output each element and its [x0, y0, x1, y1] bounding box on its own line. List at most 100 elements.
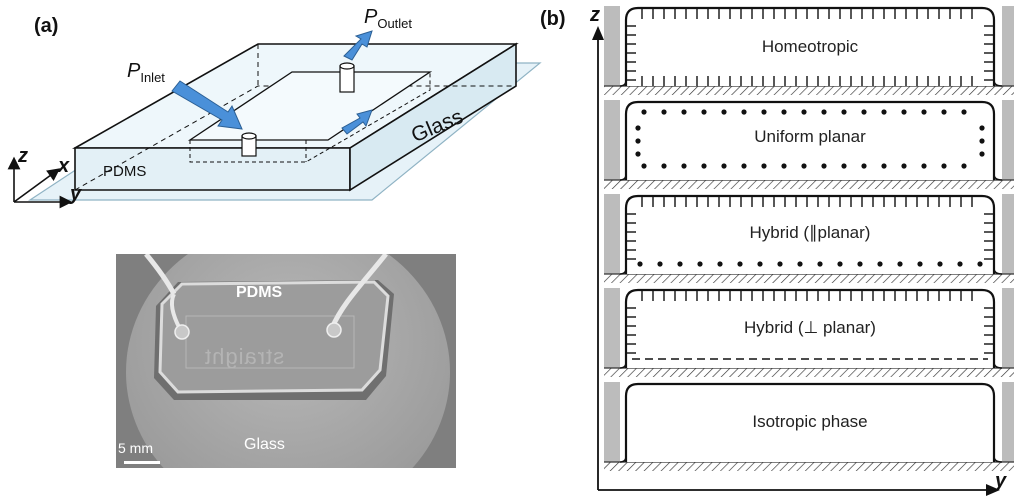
planar-dot-top [661, 109, 667, 115]
panel-a-label: (a) [34, 15, 59, 37]
outlet-subscript: Outlet [377, 16, 413, 31]
planar-dot-top [721, 109, 727, 115]
planar-dot-bottom [797, 261, 803, 267]
axis-y-label: y [70, 183, 82, 205]
planar-dot-left [635, 138, 641, 144]
planar-dot-bottom [901, 163, 907, 169]
planar-dot-top [901, 109, 907, 115]
cell-wall-right [1002, 6, 1014, 86]
planar-dot-bottom [917, 261, 923, 267]
substrate-hatch [604, 368, 1014, 377]
channel-cross-section [624, 288, 996, 368]
planar-dot-top [881, 109, 887, 115]
planar-dot-top [781, 109, 787, 115]
planar-dot-bottom [657, 261, 663, 267]
inlet-tube [144, 254, 177, 296]
planar-dot-bottom [921, 163, 927, 169]
cell-wall-left [604, 6, 620, 86]
axis-z-label: z [18, 145, 28, 167]
substrate-hatch [604, 462, 1014, 471]
axis-x-line [13, 168, 61, 203]
planar-dot-bottom [677, 261, 683, 267]
planar-dot-bottom [937, 261, 943, 267]
outlet-symbol: P [364, 6, 378, 28]
planar-dot-bottom [697, 261, 703, 267]
planar-dot-top [961, 109, 967, 115]
cell-wall-left [604, 194, 620, 274]
device-photo: PDMS straight Glass 5 mm [116, 254, 456, 468]
cell-label-homeotropic: Homeotropic [761, 37, 859, 56]
device-schematic [7, 30, 542, 209]
corner-fillet [619, 173, 627, 181]
cell-label-isotropic: Isotropic phase [752, 412, 868, 431]
planar-dot-top [761, 109, 767, 115]
outlet-pressure-label: POutlet [364, 6, 412, 31]
planar-dot-bottom [897, 261, 903, 267]
planar-dot-bottom [741, 163, 747, 169]
planar-dot-right [979, 151, 985, 157]
channel-outline [185, 315, 355, 369]
planar-dot-bottom [837, 261, 843, 267]
pdms-hidden-edge [74, 85, 516, 191]
planar-dot-top [801, 109, 807, 115]
channel-cross-section [624, 6, 996, 86]
corner-fillet [619, 361, 627, 369]
device-photo-drawing [124, 254, 450, 468]
inlet-symbol: P [127, 60, 141, 82]
corner-fillet [619, 79, 627, 87]
inlet-hole [174, 324, 190, 340]
corner-fillet [993, 79, 1003, 87]
planar-dot-top [861, 109, 867, 115]
outlet-arrow [343, 30, 373, 61]
panel-b-label: (b) [540, 8, 566, 30]
inlet-port-top [241, 132, 257, 140]
planar-dot-bottom [961, 163, 967, 169]
cell-wall-right [1002, 100, 1014, 180]
planar-dot-bottom [857, 261, 863, 267]
corner-fillet [993, 361, 1003, 369]
outlet-port [339, 65, 355, 93]
photo-glass-label: Glass [244, 436, 285, 453]
scale-bar-label: 5 mm [118, 440, 153, 456]
cell-label-hybrid-parallel: Hybrid (∥planar) [749, 223, 871, 242]
channel-cross-section [624, 100, 996, 180]
planar-dot-bottom [977, 261, 983, 267]
corner-fillet [993, 267, 1003, 275]
planar-dot-top [841, 109, 847, 115]
planar-dot-top [921, 109, 927, 115]
planar-dot-bottom [641, 163, 647, 169]
cell-wall-right [1002, 382, 1014, 462]
planar-dot-bottom [841, 163, 847, 169]
cell-label-uniform-planar: Uniform planar [754, 127, 866, 146]
planar-dot-bottom [781, 163, 787, 169]
planar-dot-bottom [757, 261, 763, 267]
scale-bar [124, 461, 160, 464]
photo-mirror-text: straight [204, 344, 285, 369]
planar-dot-bottom [681, 163, 687, 169]
planar-dot-bottom [737, 261, 743, 267]
planar-dot-bottom [957, 261, 963, 267]
cell-wall-left [604, 100, 620, 180]
planar-dot-bottom [777, 261, 783, 267]
channel-top [187, 71, 433, 141]
substrate-hatch [604, 180, 1014, 189]
panel-b-axis-y-arrowhead [986, 484, 1000, 496]
outlet-hole [326, 322, 342, 338]
planar-dot-bottom [637, 261, 643, 267]
cell-wall-left [604, 288, 620, 368]
inlet-arrow [171, 80, 243, 130]
pdms-slab-top [158, 280, 390, 394]
substrate-hatch [604, 86, 1014, 95]
planar-dot-bottom [761, 163, 767, 169]
cell-wall-right [1002, 288, 1014, 368]
planar-dot-bottom [701, 163, 707, 169]
photo-pdms-label: PDMS [236, 284, 283, 301]
planar-dot-top [941, 109, 947, 115]
planar-dot-bottom [861, 163, 867, 169]
corner-fillet [619, 455, 627, 463]
channel-hidden-edge [189, 72, 431, 163]
planar-dot-bottom [817, 261, 823, 267]
planar-dot-top [681, 109, 687, 115]
planar-dot-left [635, 151, 641, 157]
substrate-hatch [604, 274, 1014, 283]
